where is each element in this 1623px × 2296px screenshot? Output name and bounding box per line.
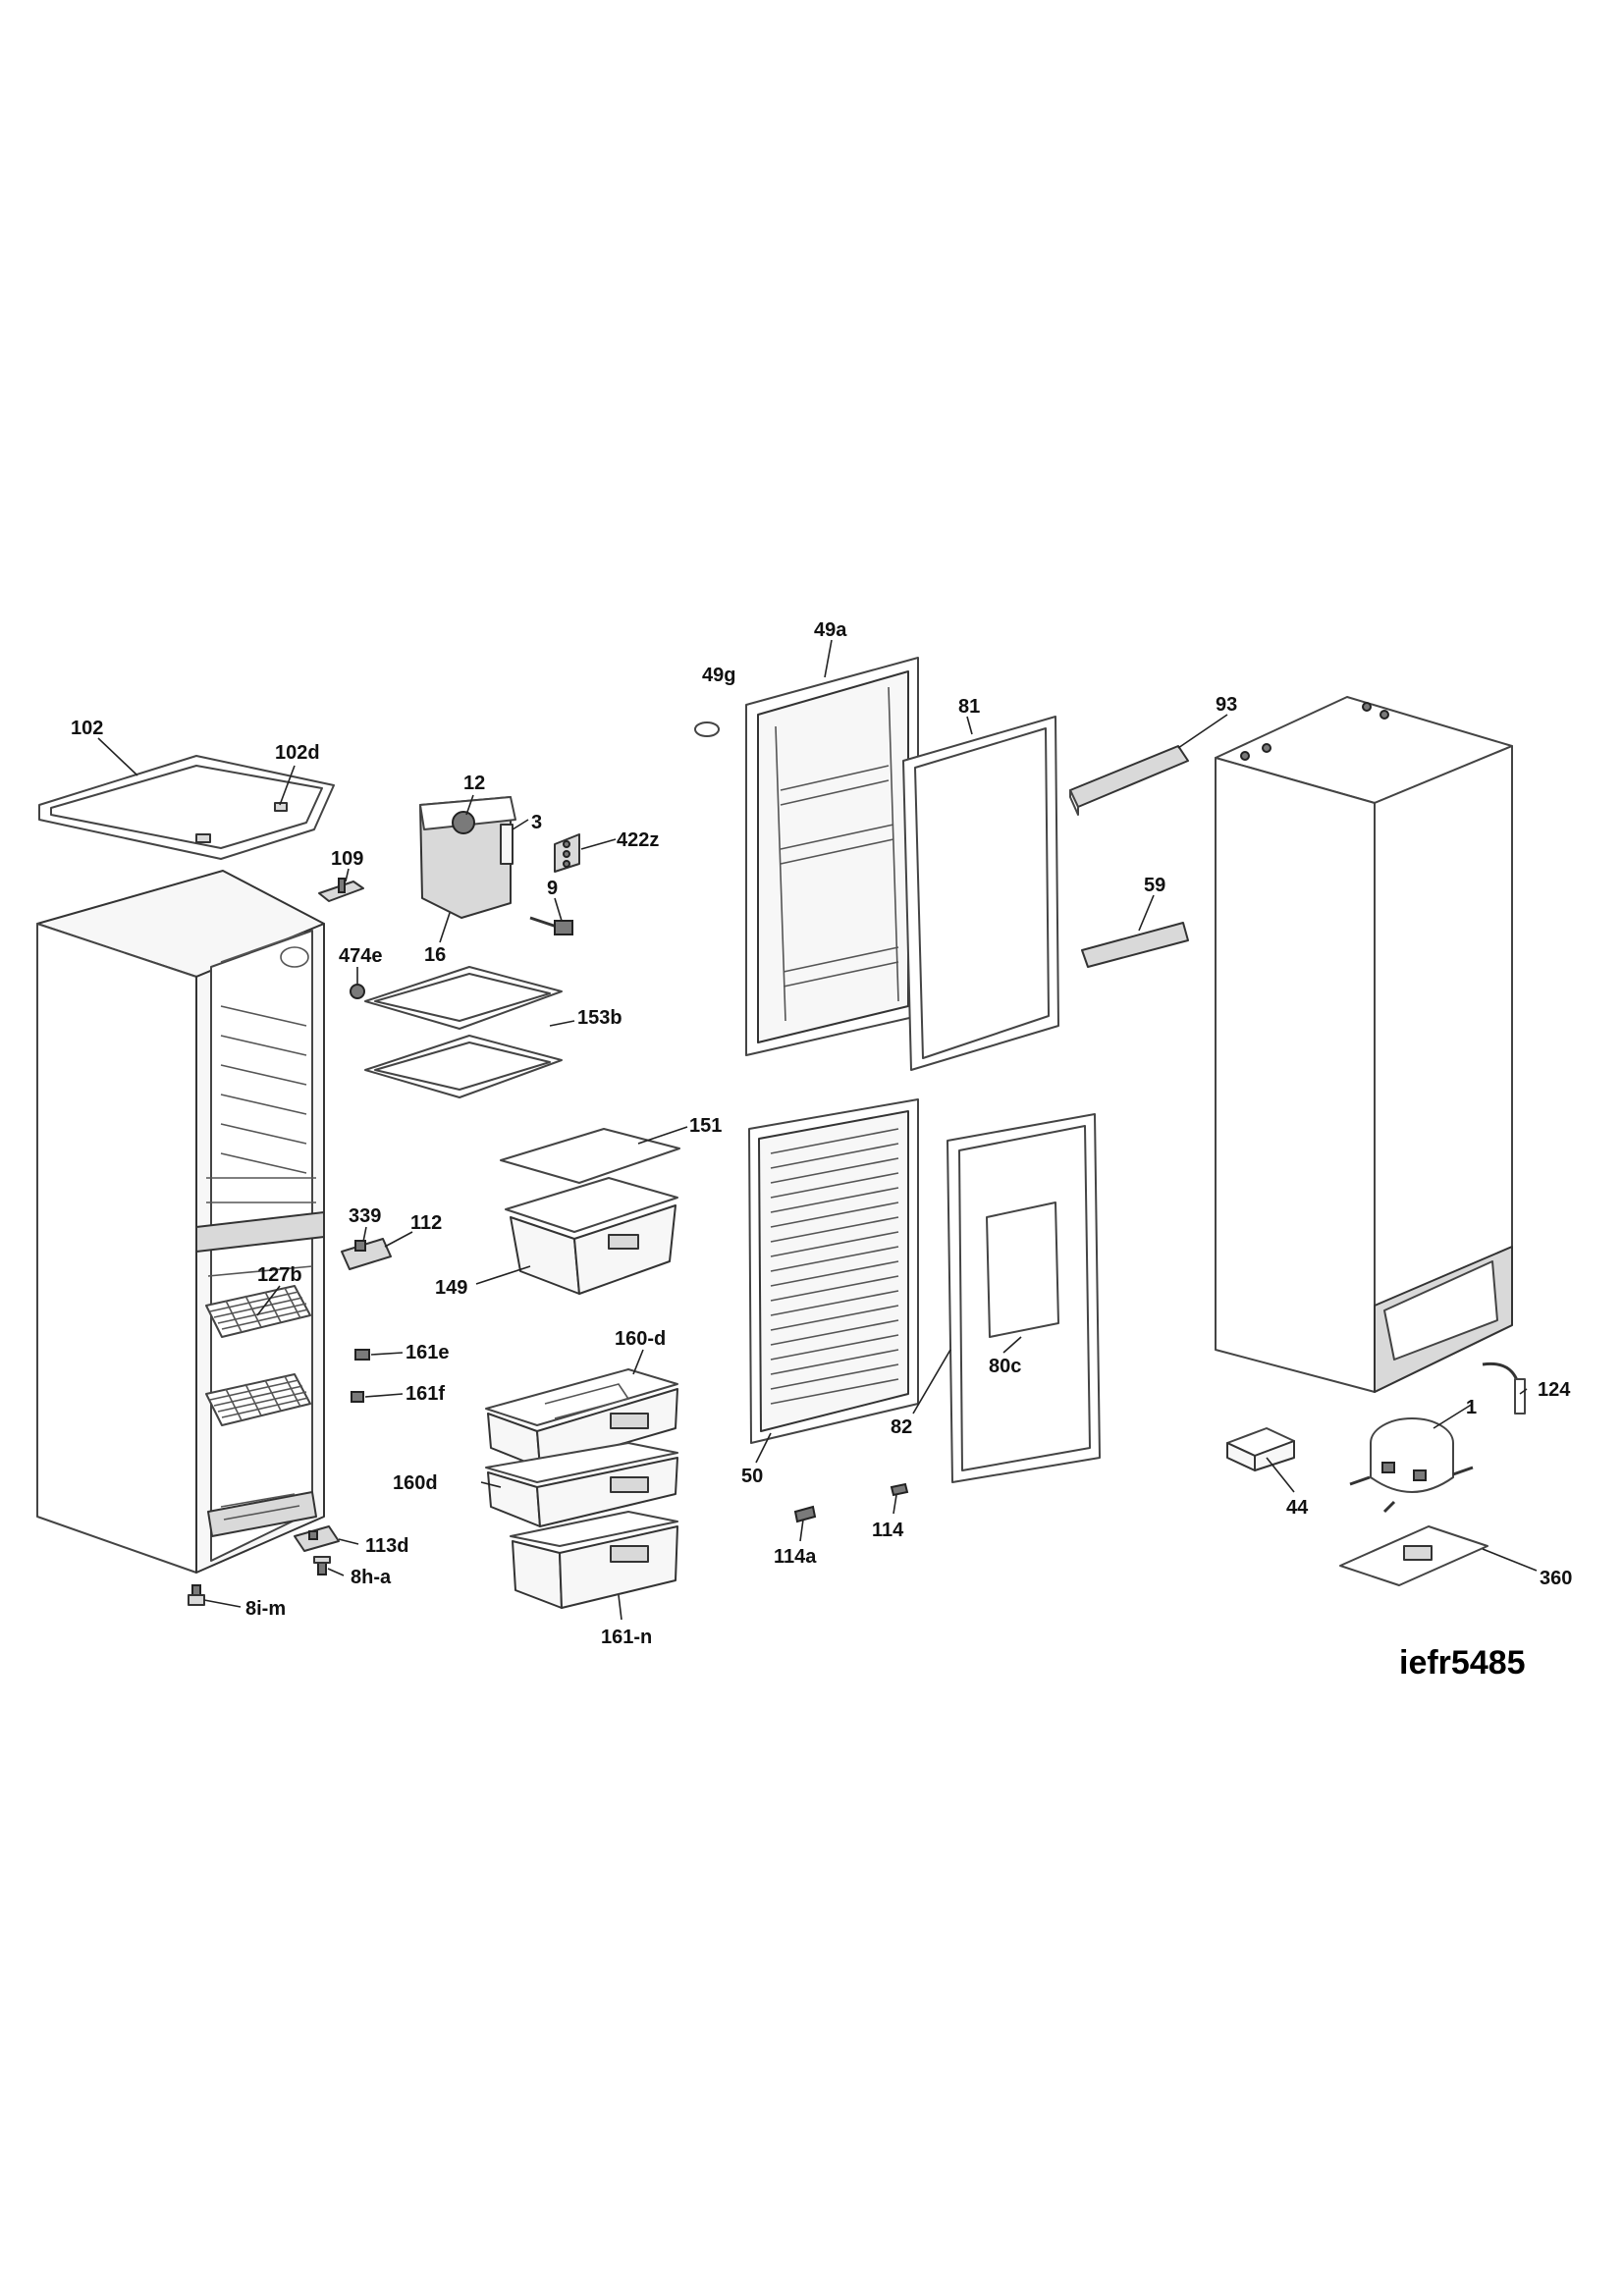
model-code: iefr5485	[1399, 1644, 1526, 1682]
leader-lines	[97, 639, 1538, 1621]
hinge-114	[890, 1482, 909, 1497]
door-gasket-81	[902, 716, 1059, 1071]
wire-shelf-127b	[205, 1285, 311, 1338]
top-panel-102	[38, 755, 335, 860]
callout-109: 109	[331, 848, 363, 870]
door-shelf-59	[1081, 922, 1189, 968]
callout-474e: 474e	[339, 945, 383, 967]
lamp-switch-339-112	[341, 1238, 392, 1270]
callout-3: 3	[531, 812, 542, 833]
callout-9: 9	[547, 878, 558, 899]
door-shelf-93	[1069, 745, 1189, 816]
callout-360: 360	[1540, 1568, 1572, 1589]
callout-49g: 49g	[702, 665, 735, 686]
callout-49a: 49a	[814, 619, 847, 641]
hinge-113d	[294, 1525, 340, 1552]
callout-161-n: 161-n	[601, 1627, 652, 1648]
compressor-1	[1349, 1417, 1474, 1514]
callout-112: 112	[410, 1212, 442, 1234]
callout-339: 339	[349, 1205, 381, 1227]
callout-114a: 114a	[774, 1546, 817, 1568]
callout-12: 12	[463, 773, 485, 794]
thermostat-housing-16	[419, 796, 516, 919]
clip-161f	[351, 1391, 364, 1403]
callout-50: 50	[741, 1466, 763, 1487]
callout-161e: 161e	[406, 1342, 450, 1363]
callout-8i-m: 8i-m	[245, 1598, 286, 1620]
callout-93: 93	[1216, 694, 1237, 716]
freezer-drawer-160d	[485, 1442, 678, 1527]
callout-81: 81	[958, 696, 980, 718]
sensor-124	[1482, 1362, 1526, 1415]
callout-8h-a: 8h-a	[351, 1567, 392, 1588]
freezer-drawer-161-n	[510, 1511, 678, 1609]
callout-44: 44	[1286, 1497, 1309, 1519]
magnet-strip-80c	[986, 1201, 1059, 1338]
callout-160-d: 160-d	[615, 1328, 666, 1350]
callout-127b: 127b	[257, 1264, 302, 1286]
callout-102d: 102d	[275, 742, 320, 764]
thermostat-9	[529, 916, 573, 935]
callout-labels: 102 102d 109 12 3 422z 9 16 474e 153b 15…	[71, 619, 1572, 1648]
callout-149: 149	[435, 1277, 467, 1299]
crisper-drawer-149	[505, 1177, 678, 1295]
light-bulb-474e	[350, 984, 365, 999]
freezer-drawer-160-d	[485, 1368, 678, 1468]
fridge-door-49a	[745, 657, 919, 1056]
crisper-cover-151	[500, 1128, 680, 1184]
callout-153b: 153b	[577, 1007, 622, 1029]
foot-8h-a	[313, 1556, 331, 1575]
base-plate-360	[1339, 1525, 1488, 1586]
clip-161e	[354, 1349, 370, 1361]
callout-59: 59	[1144, 875, 1165, 896]
callout-422z: 422z	[617, 829, 659, 851]
outer-cabinet	[1215, 696, 1513, 1393]
callout-113d: 113d	[365, 1535, 408, 1557]
bracket-109	[318, 878, 364, 902]
callout-160d: 160d	[393, 1472, 438, 1494]
callout-151: 151	[689, 1115, 722, 1137]
gasket-49g	[694, 721, 720, 737]
fridge-cabinet-interior	[36, 870, 325, 1574]
callout-80c: 80c	[989, 1356, 1021, 1377]
glass-shelves-153b	[364, 966, 563, 1098]
freezer-door-50	[748, 1098, 919, 1444]
hinge-114a	[793, 1505, 817, 1523]
callout-114: 114	[872, 1520, 904, 1541]
callout-16: 16	[424, 944, 446, 966]
callout-1: 1	[1466, 1397, 1477, 1418]
callout-124: 124	[1538, 1379, 1571, 1401]
wire-shelf-lower	[205, 1373, 311, 1426]
callout-161f: 161f	[406, 1383, 445, 1405]
control-panel-422z	[554, 833, 580, 873]
relay-box-44	[1226, 1427, 1295, 1471]
foot-8i-m	[188, 1584, 205, 1606]
callout-102: 102	[71, 718, 103, 739]
callout-82: 82	[891, 1416, 912, 1438]
